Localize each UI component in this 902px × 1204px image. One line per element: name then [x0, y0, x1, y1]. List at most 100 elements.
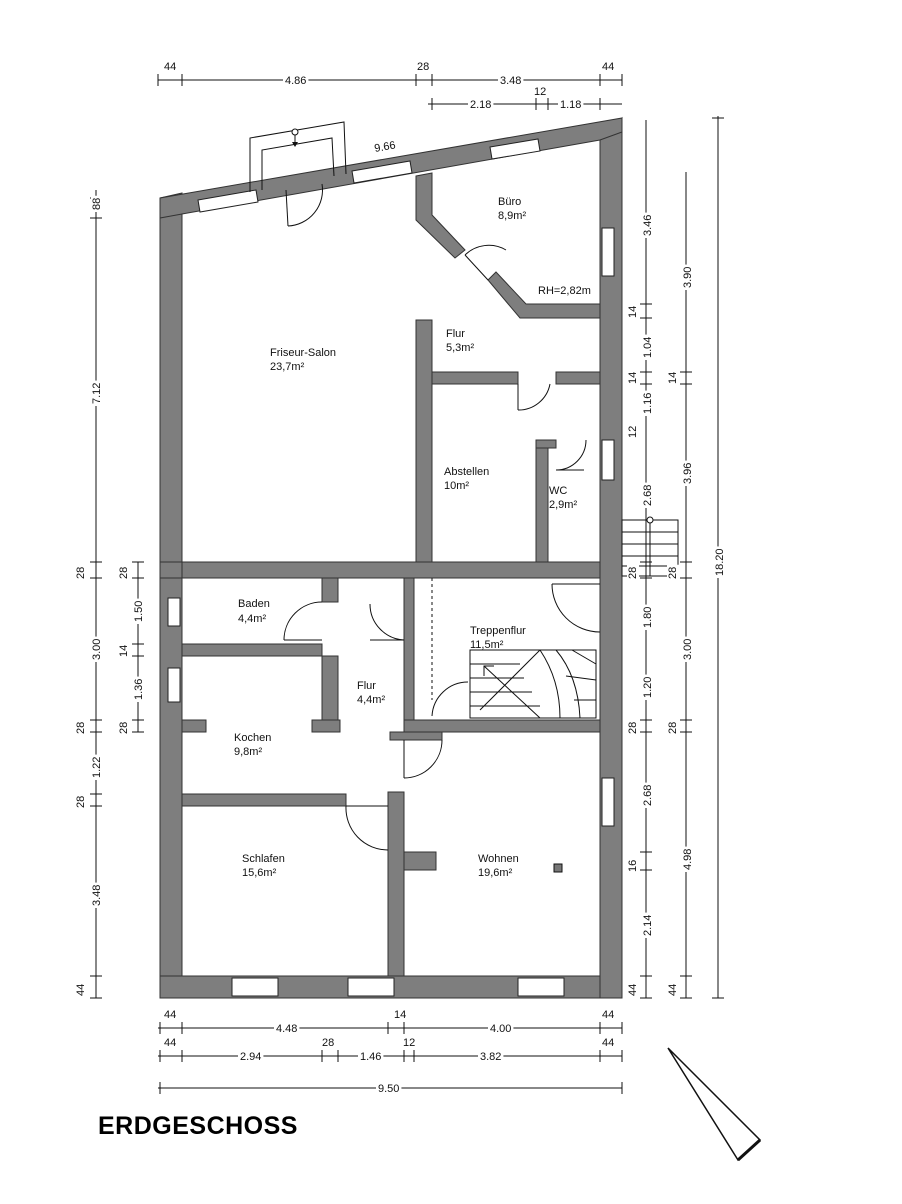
- dim-label-backing: [75, 793, 87, 810]
- wall-flur-right: [403, 577, 415, 721]
- room-name-flur-unten: Flur: [357, 680, 376, 692]
- dim-bottom1-1: 4.48: [276, 1023, 297, 1035]
- dim-label-backing: [600, 61, 617, 73]
- dim-label-backing: [627, 564, 639, 581]
- wall-abstellen-top: [431, 371, 519, 385]
- wall-kochen-leftstub: [181, 719, 207, 733]
- dim-left-5: 1.36: [133, 679, 145, 700]
- wall-salon-right: [415, 319, 433, 563]
- dim-top1-0: 44: [164, 61, 176, 73]
- dim-label-backing: [133, 598, 145, 624]
- window-top-3: [489, 138, 541, 160]
- chimney: [553, 863, 563, 873]
- dim-label-backing: [642, 482, 654, 508]
- dim-right1-2: 1.04: [642, 337, 654, 358]
- dim-left-11: 3.48: [91, 885, 103, 906]
- dim-top2-0: 2.18: [470, 99, 491, 111]
- dim-bottom2-0: 44: [164, 1037, 176, 1049]
- dim-right1-12: 16: [627, 860, 639, 872]
- room-name-schlafen: Schlafen: [242, 853, 285, 865]
- dim-right2-1: 14: [667, 372, 679, 384]
- dim-left-4: 14: [118, 645, 130, 657]
- room-area-friseur-salon: 23,7m²: [270, 361, 305, 373]
- dim-bottom1-0: 44: [164, 1009, 176, 1021]
- dim-right1-5: 12: [627, 426, 639, 438]
- wall-abstellen-top2: [555, 371, 601, 385]
- dim-left-3: 1.50: [133, 601, 145, 622]
- room-name-buero: Büro: [498, 196, 521, 208]
- dim-label-backing: [75, 719, 87, 736]
- room-name-wohnen: Wohnen: [478, 853, 519, 865]
- dim-label-backing: [371, 139, 399, 156]
- dim-label-backing: [627, 981, 639, 998]
- wall-wohnen-stub: [403, 851, 437, 871]
- room-area-wohnen: 19,6m²: [478, 867, 513, 879]
- dim-label-backing: [162, 1009, 179, 1021]
- room-area-flur-oben: 5,3m²: [446, 342, 474, 354]
- wall-middle-horizontal: [181, 561, 601, 579]
- room-area-baden: 4,4m²: [238, 613, 266, 625]
- dim-right2-0: 3.90: [682, 267, 694, 288]
- dim-right1-0: 3.46: [642, 215, 654, 236]
- dim-right2-6: 4.98: [682, 849, 694, 870]
- wall-baden-right: [321, 577, 339, 603]
- dim-label-backing: [118, 719, 130, 736]
- dim-right1-4: 1.16: [642, 393, 654, 414]
- window-bottom-1: [231, 977, 279, 997]
- wall-buero-bottom: [487, 271, 601, 319]
- dim-label-backing: [532, 86, 549, 98]
- room-labels: Friseur-Salon 23,7m² Büro 8,9m² RH=2,82m…: [234, 196, 591, 879]
- dim-label-backing: [558, 99, 584, 111]
- dim-top1-1: 4.86: [285, 75, 306, 87]
- dim-diagonal: 9.66: [373, 139, 396, 155]
- dim-label-backing: [238, 1051, 264, 1063]
- dimension-texts: 44 4.86 28 3.48 44 2.18 12 1.18 9.66 88 …: [75, 61, 726, 1095]
- dim-bottom2-4: 12: [403, 1037, 415, 1049]
- window-right-wohnen: [601, 777, 615, 827]
- wall-schlafen-right: [387, 791, 405, 977]
- dim-label-backing: [667, 369, 679, 386]
- dim-label-backing: [627, 423, 639, 440]
- room-name-baden: Baden: [238, 598, 270, 610]
- dim-left-12: 44: [75, 984, 87, 996]
- room-area-treppenflur: 11,5m²: [470, 639, 504, 651]
- dim-label-backing: [91, 636, 103, 662]
- dim-left-2: 28: [75, 567, 87, 579]
- dim-label-backing: [667, 564, 679, 581]
- window-right-wc: [601, 439, 615, 481]
- dim-bottom3: 9.50: [378, 1083, 399, 1095]
- window-right-buero: [601, 227, 615, 277]
- window-left-baden: [167, 597, 181, 627]
- dim-label-backing: [627, 303, 639, 320]
- wall-treppe-bottom: [403, 719, 601, 733]
- room-area-kochen: 9,8m²: [234, 746, 262, 758]
- dim-label-backing: [75, 564, 87, 581]
- dim-label-backing: [642, 912, 654, 938]
- room-note-buero: RH=2,82m: [538, 285, 591, 297]
- room-area-wc: 2,9m²: [549, 499, 577, 511]
- dim-right1-10: 28: [627, 722, 639, 734]
- dim-top2-1: 12: [534, 86, 546, 98]
- walls: [159, 116, 623, 999]
- dim-label-backing: [91, 380, 103, 406]
- wall-wc-top: [535, 439, 557, 449]
- dim-label-backing: [682, 636, 694, 662]
- dim-left-6: 28: [118, 722, 130, 734]
- dim-label-backing: [627, 719, 639, 736]
- dim-label-backing: [162, 1037, 179, 1049]
- room-area-buero: 8,9m²: [498, 210, 526, 222]
- dim-label-backing: [682, 460, 694, 486]
- plan-title: ERDGESCHOSS: [98, 1112, 298, 1140]
- dim-label-backing: [642, 334, 654, 360]
- dim-label-backing: [478, 1051, 504, 1063]
- room-area-flur-unten: 4,4m²: [357, 694, 385, 706]
- room-name-abstellen: Abstellen: [444, 466, 489, 478]
- dim-label-backing: [91, 754, 103, 780]
- outer-wall-left: [159, 192, 183, 999]
- window-top-2: [351, 160, 413, 184]
- dim-label-backing: [392, 1009, 409, 1021]
- dim-label-backing: [91, 195, 103, 212]
- room-name-flur-oben: Flur: [446, 328, 465, 340]
- dim-right1-6: 2.68: [642, 485, 654, 506]
